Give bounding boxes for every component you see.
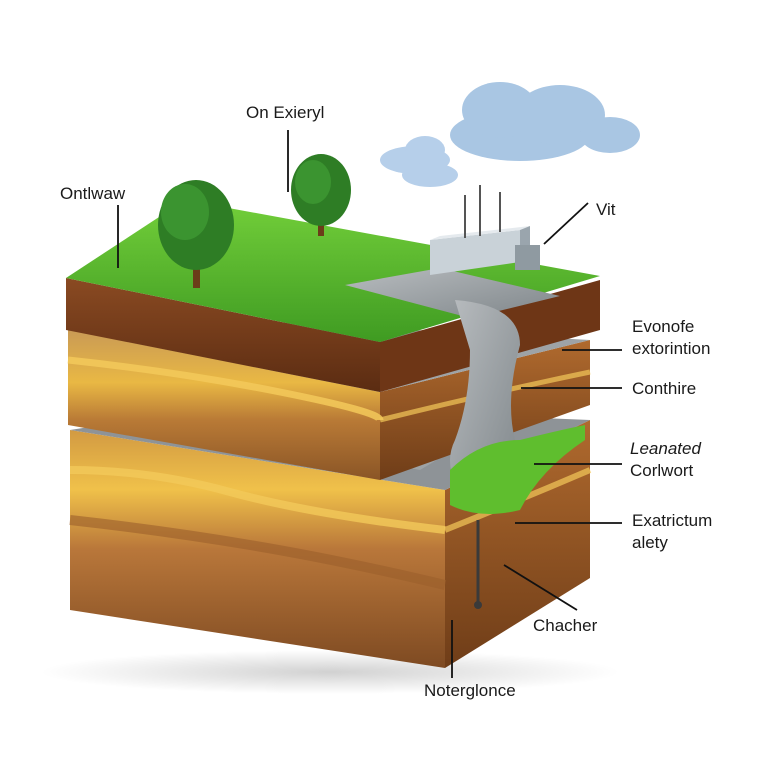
label-bottom-right: Chacher (533, 616, 598, 635)
leader-lines (117, 130, 622, 678)
cloud-large-icon (450, 82, 640, 161)
label-top-left: Ontlwaw (60, 184, 126, 203)
label-top-right: Vit (596, 200, 616, 219)
label-right-1: Evonofe extorintion (632, 317, 711, 358)
cloud-small-icon (380, 136, 458, 187)
label-bottom: Noterglonce (424, 681, 516, 700)
tree-right-icon (291, 154, 351, 236)
label-right-2: Conthire (632, 379, 697, 398)
ground-shadow (40, 650, 620, 694)
tree-left-icon (158, 180, 234, 288)
label-right-3: Leanated Corlwort (630, 439, 701, 480)
facility-building-icon (430, 185, 540, 275)
label-right-4: Exatrictum alety (632, 511, 713, 552)
label-top-center: On Exieryl (246, 103, 325, 122)
drain-channel (450, 300, 585, 609)
